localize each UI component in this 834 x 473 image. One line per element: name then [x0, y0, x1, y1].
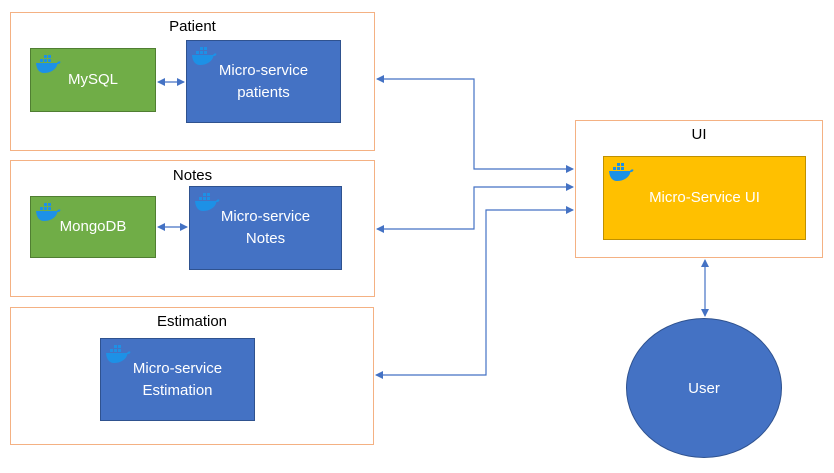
ui-group-title: UI: [691, 126, 707, 143]
ui-service-label: Micro-Service UI: [649, 189, 760, 206]
estimation-ui-connector: [375, 206, 574, 379]
docker-whale-icon: [35, 201, 61, 223]
patient-ui-connector: [376, 75, 574, 173]
patients-service-box[interactable]: Micro-service patients: [186, 40, 341, 123]
docker-whale-icon: [194, 191, 220, 213]
user-node[interactable]: User: [626, 318, 782, 458]
user-label: User: [688, 379, 720, 397]
notes-service-box[interactable]: Micro-service Notes: [189, 186, 342, 270]
estimation-group-title: Estimation: [156, 313, 228, 330]
patient-group-title: Patient: [169, 18, 216, 35]
estimation-service-label: Micro-service Estimation: [132, 359, 223, 399]
patients-service-label: Micro-service patients: [218, 61, 309, 101]
estimation-service-box[interactable]: Micro-service Estimation: [100, 338, 255, 421]
docker-whale-icon: [105, 343, 131, 365]
mongodb-label: MongoDB: [59, 218, 127, 235]
mysql-box[interactable]: MySQL: [30, 48, 156, 112]
docker-whale-icon: [35, 53, 61, 75]
docker-whale-icon: [608, 161, 634, 183]
notes-ui-connector: [376, 183, 574, 233]
notes-service-label: Micro-service Notes: [220, 208, 311, 247]
notes-group-title: Notes: [172, 167, 213, 184]
docker-whale-icon: [191, 45, 217, 67]
mongodb-box[interactable]: MongoDB: [30, 196, 156, 258]
ui-service-box[interactable]: Micro-Service UI: [603, 156, 806, 240]
mysql-label: MySQL: [67, 71, 118, 88]
